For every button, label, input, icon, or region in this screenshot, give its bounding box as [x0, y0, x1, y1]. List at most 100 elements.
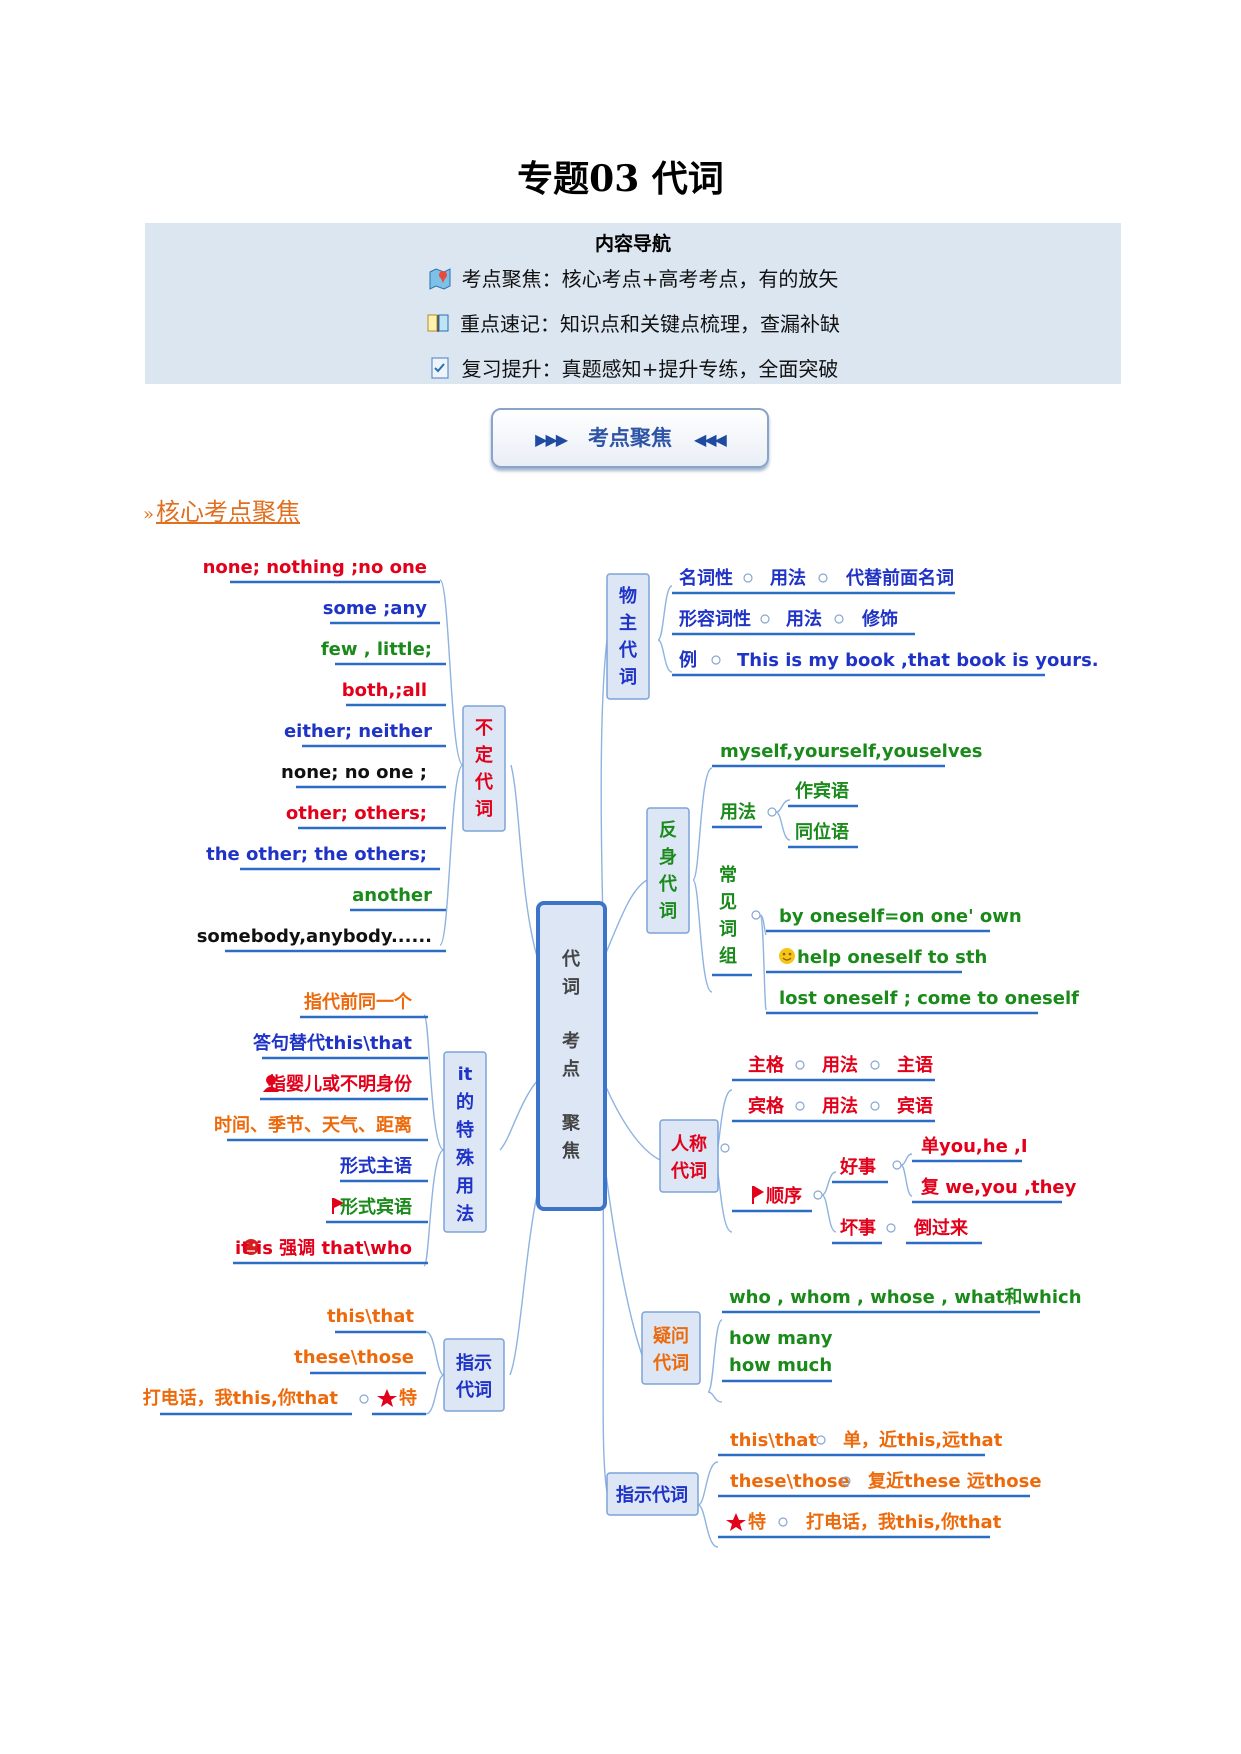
- svg-text:考: 考: [562, 1030, 580, 1052]
- svg-text:how much: how much: [729, 1355, 832, 1376]
- it-item: 时间、季节、天气、距离: [214, 1114, 412, 1136]
- svg-text:殊: 殊: [456, 1147, 475, 1169]
- svg-text:打电话，我this,你that: 打电话，我this,你that: [806, 1511, 1002, 1533]
- svg-text:用法: 用法: [720, 801, 756, 823]
- flag-icon: [332, 1198, 344, 1214]
- svg-text:修饰: 修饰: [861, 608, 898, 630]
- svg-text:who , whom , whose , what和whic: who , whom , whose , what和which: [729, 1287, 1082, 1308]
- nav-item-memo[interactable]: 重点速记：知识点和关键点梳理，查漏补缺: [145, 308, 1121, 337]
- possessive-pronouns-branch: 物 主 代 词 名词性 用法 代替前面名词 形容词性 用法 修饰 例 This …: [606, 567, 1099, 700]
- svg-text:lost oneself ; come to oneself: lost oneself ; come to oneself: [779, 988, 1079, 1009]
- indef-item: either; neither: [284, 721, 432, 742]
- svg-text:见: 见: [719, 892, 737, 913]
- banner-label: 考点聚焦: [588, 426, 672, 450]
- svg-text:的: 的: [456, 1091, 474, 1113]
- center-node: 代 词 考 点 聚 焦: [536, 901, 607, 1211]
- demo-item: this\that: [327, 1306, 414, 1327]
- svg-text:指示代词: 指示代词: [616, 1484, 688, 1506]
- svg-text:特: 特: [456, 1119, 474, 1141]
- svg-text:this\that: this\that: [730, 1430, 817, 1451]
- svg-text:how many: how many: [729, 1328, 833, 1349]
- person-icon: [263, 1075, 279, 1092]
- svg-text:代词: 代词: [670, 1161, 707, 1182]
- svg-text:组: 组: [719, 945, 737, 967]
- page-title: 专题03 代词: [517, 158, 724, 200]
- svg-text:顺序: 顺序: [766, 1185, 802, 1207]
- svg-text:it: it: [458, 1064, 473, 1085]
- svg-text:these\those: these\those: [730, 1471, 850, 1492]
- angry-face-icon: [243, 1239, 259, 1255]
- indef-item: none; nothing ;no one: [203, 557, 427, 578]
- focus-banner: ▶▶▶ 考点聚焦 ◀◀◀: [491, 408, 769, 468]
- svg-text:词: 词: [619, 667, 637, 688]
- checklist-icon: [428, 356, 452, 380]
- svg-text:不: 不: [475, 718, 493, 739]
- it-item: 指代前同一个: [304, 991, 413, 1013]
- svg-text:常: 常: [719, 864, 737, 886]
- svg-text:代词: 代词: [652, 1353, 689, 1374]
- svg-text:特: 特: [748, 1511, 766, 1533]
- left-arrows-icon: ◀◀◀: [693, 430, 727, 449]
- nav-item-label: 考点聚焦：核心考点+高考考点，有的放矢: [461, 267, 839, 291]
- svg-text:单you,he ,I: 单you,he ,I: [921, 1135, 1028, 1157]
- star-icon: [377, 1389, 397, 1407]
- nav-heading: 内容导航: [594, 233, 671, 255]
- nav-item-review[interactable]: 复习提升：真题感知+提升专练，全面突破: [145, 353, 1121, 382]
- svg-text:疑问: 疑问: [653, 1326, 689, 1347]
- svg-text:倒过来: 倒过来: [913, 1217, 969, 1239]
- svg-text:聚: 聚: [561, 1113, 581, 1134]
- reflexive-pronouns-branch: 反 身 代 词 myself,yourself,youselves 用法 作宾语…: [646, 741, 1079, 1015]
- svg-text:例: 例: [679, 649, 697, 671]
- svg-text:复近these 远those: 复近these 远those: [867, 1470, 1042, 1492]
- svg-text:宾格: 宾格: [748, 1095, 785, 1117]
- svg-text:用: 用: [456, 1176, 474, 1197]
- demo-special: 特: [399, 1387, 417, 1409]
- interrogative-pronouns-branch: 疑问 代词 who , whom , whose , what和which ho…: [641, 1287, 1082, 1385]
- section-title: »核心考点聚焦: [143, 498, 301, 526]
- svg-text:物: 物: [619, 585, 637, 607]
- it-item: 答句替代this\that: [253, 1032, 412, 1054]
- svg-text:代: 代: [618, 640, 637, 661]
- svg-text:help oneself to sth: help oneself to sth: [797, 947, 987, 968]
- svg-text:身: 身: [659, 846, 677, 868]
- svg-text:点: 点: [562, 1058, 580, 1080]
- svg-text:用法: 用法: [770, 567, 806, 589]
- svg-text:myself,yourself,youselves: myself,yourself,youselves: [720, 741, 983, 762]
- svg-text:代: 代: [658, 874, 677, 895]
- svg-text:名词性: 名词性: [679, 567, 733, 589]
- svg-text:作宾语: 作宾语: [795, 780, 849, 802]
- svg-text:词: 词: [475, 799, 493, 820]
- indef-item: both,;all: [342, 680, 427, 701]
- indef-item: few , little;: [321, 639, 432, 660]
- svg-text:主语: 主语: [897, 1054, 933, 1076]
- svg-text:反: 反: [659, 820, 677, 841]
- it-item: 形式主语: [340, 1155, 412, 1177]
- svg-text:法: 法: [456, 1203, 474, 1225]
- svg-text:宾语: 宾语: [897, 1095, 933, 1117]
- demo-item: these\those: [294, 1347, 414, 1368]
- svg-text:好事: 好事: [839, 1156, 876, 1178]
- indef-item: none; no one ;: [281, 762, 427, 783]
- content-navigation: 内容导航 考点聚焦：核心考点+高考考点，有的放矢 重点速记：知识点和关键点梳理，…: [145, 223, 1121, 384]
- indef-item: some ;any: [323, 598, 427, 619]
- smiley-icon: [779, 948, 795, 964]
- star-icon: [726, 1513, 746, 1531]
- indef-item: other; others;: [286, 803, 427, 824]
- demo-item: 打电话，我this,你that: [143, 1387, 339, 1409]
- svg-text:主格: 主格: [748, 1054, 785, 1076]
- svg-text:主: 主: [619, 612, 637, 634]
- personal-pronouns-branch: 人称 代词 主格 用法 主语 宾格 用法 宾语 顺序 好事 单you,he ,I…: [659, 1054, 1077, 1245]
- svg-text:This is my book ,that book is: This is my book ,that book is yours.: [737, 650, 1099, 671]
- svg-text:用法: 用法: [822, 1095, 858, 1117]
- svg-text:焦: 焦: [561, 1140, 580, 1162]
- svg-text:词: 词: [562, 977, 580, 998]
- svg-text:代替前面名词: 代替前面名词: [845, 567, 954, 589]
- double-chevron-icon: »: [143, 504, 155, 525]
- nav-item-focus[interactable]: 考点聚焦：核心考点+高考考点，有的放矢: [145, 263, 1121, 292]
- svg-text:同位语: 同位语: [795, 821, 849, 843]
- nav-item-label: 复习提升：真题感知+提升专练，全面突破: [461, 357, 839, 381]
- svg-text:指示: 指示: [456, 1352, 492, 1374]
- indef-item: the other; the others;: [206, 844, 427, 865]
- svg-text:用法: 用法: [822, 1054, 858, 1076]
